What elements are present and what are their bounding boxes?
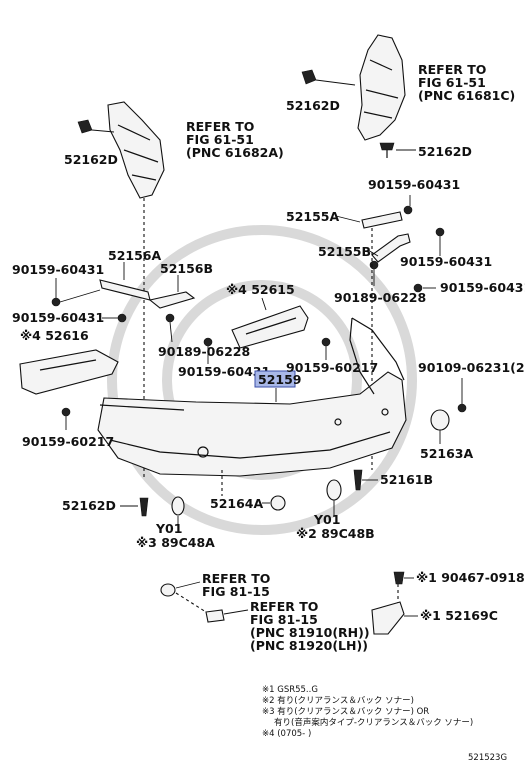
rear-bumper-cover-52159[interactable] xyxy=(97,317,407,477)
retainer-52155B[interactable] xyxy=(371,233,411,263)
footnote-4: ※4 (0705- ) xyxy=(262,729,311,739)
ref-61682A-line3[interactable]: (PNC 61682A) xyxy=(186,145,284,160)
label-90159-60431-center[interactable]: 90159-60431 xyxy=(178,364,270,379)
ref-61681C-line2[interactable]: FIG 61-51 xyxy=(418,75,486,90)
label-90109-06231[interactable]: 90109-06231(2) xyxy=(418,360,525,375)
label-52159[interactable]: 52159 xyxy=(258,372,302,387)
label-52162D-clip[interactable]: 52162D xyxy=(418,144,472,159)
clip-52161B[interactable] xyxy=(353,469,363,491)
screw-90159-60431-mid-right[interactable] xyxy=(435,227,445,237)
ref-81-15-b-line2[interactable]: FIG 81-15 xyxy=(250,612,318,627)
label-52155B[interactable]: 52155B xyxy=(318,244,371,259)
label-90159-60431-left-b[interactable]: 90159-60431 xyxy=(12,310,104,325)
label-52162D-bottom[interactable]: 52162D xyxy=(62,498,116,513)
ref-61681C-line1[interactable]: REFER TO xyxy=(418,62,486,77)
spacer-52616[interactable] xyxy=(19,349,119,395)
clip-52162D-top-right[interactable] xyxy=(301,69,317,85)
clip-52162D-top-left[interactable] xyxy=(77,119,93,134)
footnote-3-continued: 有り(音声案内タイプ-クリアランス＆バック ソナー) xyxy=(274,717,473,728)
label-52161B[interactable]: 52161B xyxy=(380,472,433,487)
quarter-bracket-right[interactable] xyxy=(357,34,406,141)
ref-81-15-a-line2[interactable]: FIG 81-15 xyxy=(202,584,270,599)
watermark-emblem xyxy=(107,225,417,535)
label-52162D-top-right[interactable]: 52162D xyxy=(286,98,340,113)
part-number-highlight xyxy=(254,370,296,388)
label-89C48B[interactable]: ※2 89C48B xyxy=(296,526,375,541)
ref-81-15-b-line3[interactable]: (PNC 81910(RH)) xyxy=(250,625,370,640)
absorber-52615[interactable] xyxy=(231,305,309,349)
ref-81-15-b-line1[interactable]: REFER TO xyxy=(250,599,318,614)
ref-81-15-a-line1[interactable]: REFER TO xyxy=(202,571,270,586)
label-90159-60431-mid-right[interactable]: 90159-60431 xyxy=(400,254,492,269)
clip-52162D-lower-right[interactable] xyxy=(379,142,395,158)
footnote-2: ※2 有り(クリアランス＆バック ソナー) xyxy=(262,695,414,706)
reflector-ref-81-15[interactable] xyxy=(160,583,225,623)
label-52615[interactable]: ※4 52615 xyxy=(226,282,295,297)
label-Y01-right[interactable]: Y01 xyxy=(313,512,340,527)
ref-61682A-line2[interactable]: FIG 61-51 xyxy=(186,132,254,147)
ref-61682A-line1[interactable]: REFER TO xyxy=(186,119,254,134)
footnote-3: ※3 有り(クリアランス＆バック ソナー) OR xyxy=(262,706,429,717)
ref-81-15-b-line4[interactable]: (PNC 81920(LH)) xyxy=(250,638,368,653)
screw-90159-60431-top[interactable] xyxy=(403,205,413,215)
screw-90159-60217-left[interactable] xyxy=(61,407,71,417)
screw-90159-60431-left-b[interactable] xyxy=(117,313,127,323)
footnote-1: ※1 GSR55..G xyxy=(262,685,318,695)
sensor-89C48A[interactable] xyxy=(171,496,185,516)
label-90159-60431-top[interactable]: 90159-60431 xyxy=(368,177,460,192)
screw-90159-60217-right[interactable] xyxy=(321,337,331,347)
label-Y01-left[interactable]: Y01 xyxy=(155,521,182,536)
label-90159-60217-right[interactable]: 90159-60217 xyxy=(286,360,378,375)
label-90467-09185[interactable]: ※1 90467-09185 xyxy=(416,570,525,585)
nut-90189-06228-right[interactable] xyxy=(369,260,379,270)
screw-90109-06231[interactable] xyxy=(457,403,467,413)
retainer-52156B[interactable] xyxy=(148,291,196,309)
clip-90467-09185[interactable] xyxy=(393,571,405,585)
label-90189-06228-right[interactable]: 90189-06228 xyxy=(334,290,426,305)
bracket-52169C[interactable] xyxy=(371,601,405,635)
clip-52162D-bottom[interactable] xyxy=(139,497,149,517)
label-52156A[interactable]: 52156A xyxy=(108,248,161,263)
screw-90159-60431-left-a[interactable] xyxy=(51,297,61,307)
quarter-bracket-left[interactable] xyxy=(107,101,165,199)
label-52163A[interactable]: 52163A xyxy=(420,446,473,461)
retainer-52155A[interactable] xyxy=(361,211,403,229)
diagram-code: 521523G xyxy=(468,753,507,763)
label-52616[interactable]: ※4 52616 xyxy=(20,328,89,343)
label-52156B[interactable]: 52156B xyxy=(160,261,213,276)
label-90159-60217-left[interactable]: 90159-60217 xyxy=(22,434,114,449)
label-52164A[interactable]: 52164A xyxy=(210,496,263,511)
ref-61681C-line3[interactable]: (PNC 61681C) xyxy=(418,88,515,103)
cap-52164A[interactable] xyxy=(270,495,286,511)
label-90159-60431-left-a[interactable]: 90159-60431 xyxy=(12,262,104,277)
sensor-89C48B[interactable] xyxy=(326,479,342,501)
label-52162D-top-left[interactable]: 52162D xyxy=(64,152,118,167)
reflector-52163A[interactable] xyxy=(430,409,450,431)
screw-90159-60431-right[interactable] xyxy=(413,283,423,293)
label-52169C[interactable]: ※1 52169C xyxy=(420,608,498,623)
label-52155A[interactable]: 52155A xyxy=(286,209,339,224)
label-90159-60431-right[interactable]: 90159-60431 xyxy=(440,280,525,295)
nut-90189-06228-center[interactable] xyxy=(165,313,175,323)
label-89C48A[interactable]: ※3 89C48A xyxy=(136,535,215,550)
label-90189-06228-center[interactable]: 90189-06228 xyxy=(158,344,250,359)
footnotes: ※1 GSR55..G ※2 有り(クリアランス＆バック ソナー) ※3 有り(… xyxy=(262,685,473,739)
